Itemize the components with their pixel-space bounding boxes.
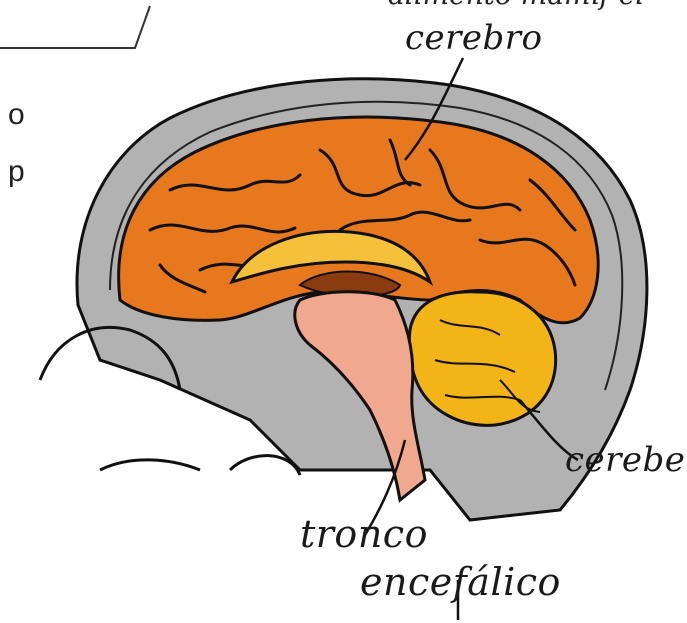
label-tronco: tronco — [300, 512, 428, 556]
label-cerebro: cerebro — [405, 18, 543, 58]
label-cerebelo: cerebelo — [565, 440, 687, 480]
label-encefalico: encefálico — [360, 560, 561, 604]
cerebellum — [409, 292, 555, 426]
